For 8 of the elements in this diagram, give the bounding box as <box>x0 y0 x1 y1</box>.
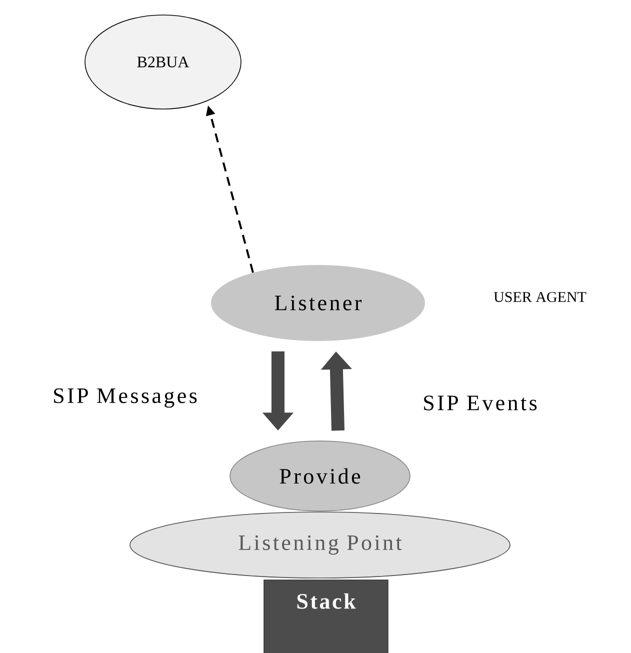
ellipse-node: Listening Point <box>130 512 510 578</box>
ellipse-node: B2BUA <box>84 14 242 110</box>
ellipse-node: Provide <box>230 440 410 512</box>
stack-box: Stack <box>264 580 388 653</box>
side-label: USER AGENT <box>494 292 586 302</box>
ellipse-node: Listener <box>211 265 425 341</box>
edge-label: SIP Messages <box>52 387 198 409</box>
edge-label: SIP Events <box>422 394 538 412</box>
